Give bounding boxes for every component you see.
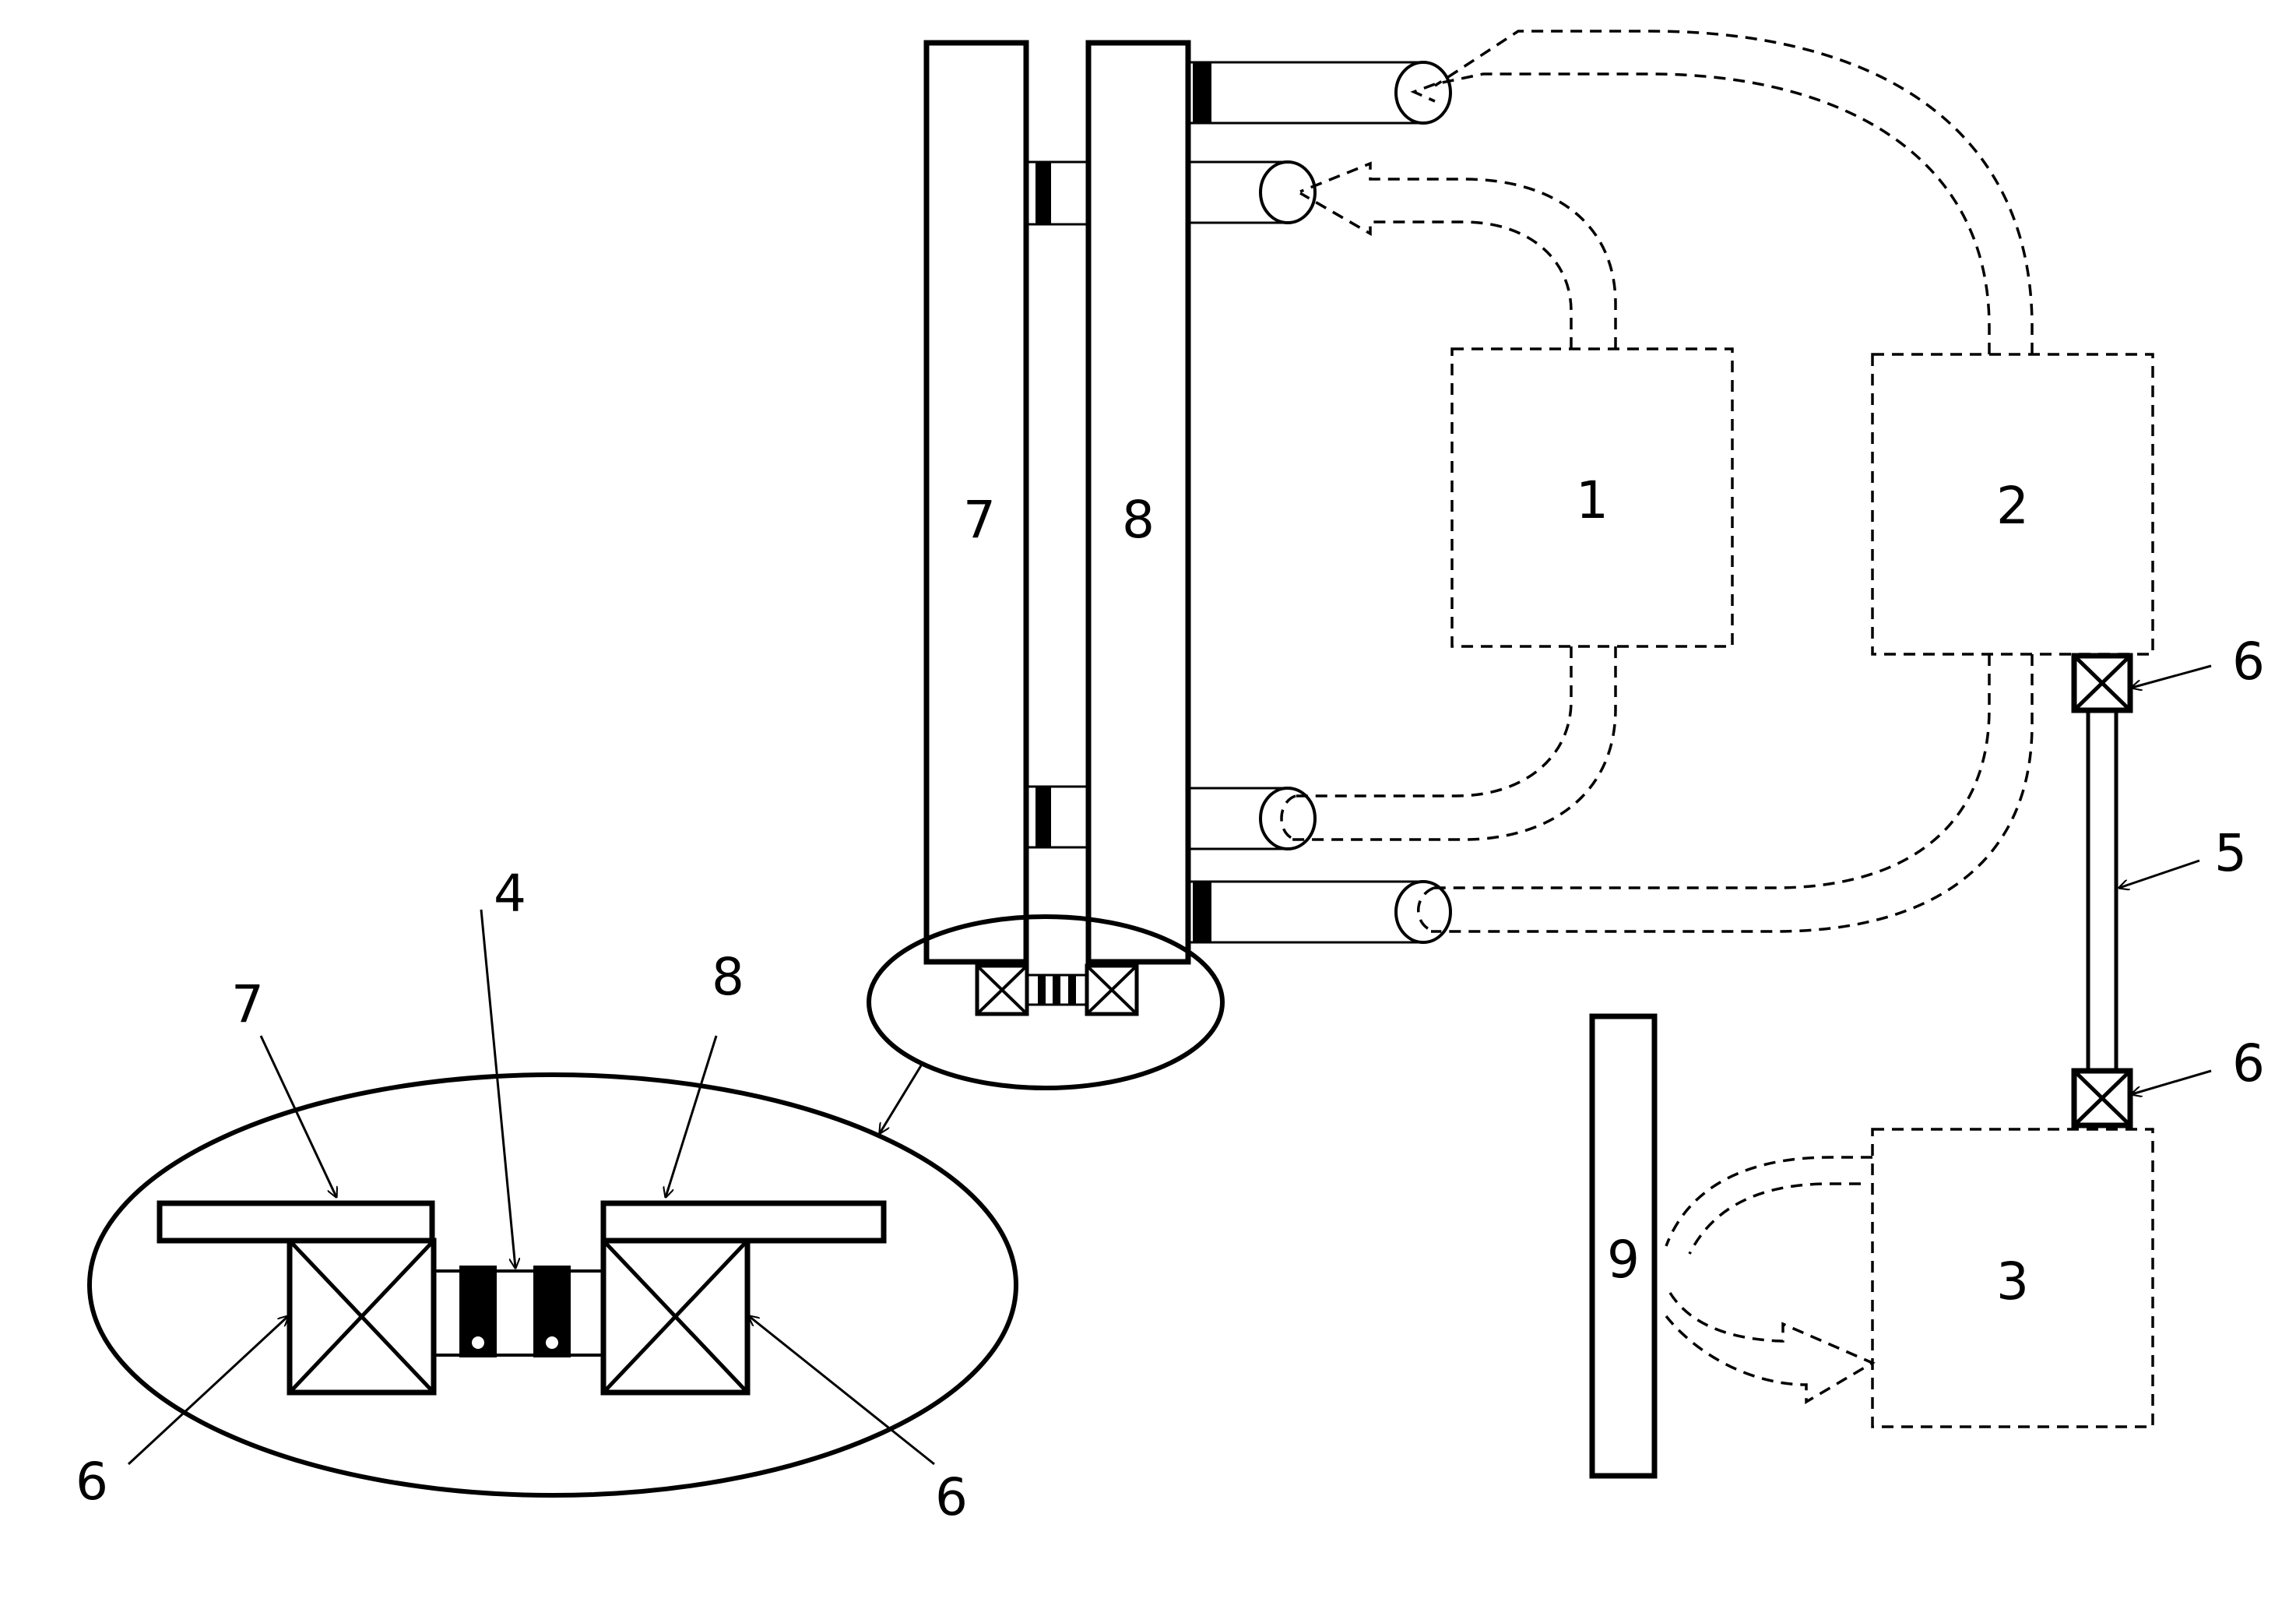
small-joint-left (977, 966, 1027, 1014)
label-block-1: 1 (1576, 470, 1609, 530)
detail-pointer-arrow (880, 1063, 923, 1133)
label-block-2: 2 (1996, 476, 2029, 536)
detail-plate-8 (603, 1203, 884, 1241)
leader-joint-6-bottom (2132, 1071, 2211, 1094)
leader-joint-6-top (2132, 666, 2211, 688)
leader-detail-6-right (749, 1316, 934, 1464)
label-detail-7: 7 (231, 974, 264, 1034)
leader-detail-8 (666, 1036, 716, 1197)
label-bar-5: 5 (2214, 823, 2247, 883)
label-bar-9: 9 (1607, 1230, 1640, 1290)
detail-joint-left (290, 1241, 434, 1392)
label-panel-8: 8 (1122, 490, 1155, 550)
label-wire-4: 4 (494, 864, 526, 924)
detail-joint-right (603, 1241, 747, 1392)
flow-block3-bar9 (1666, 1157, 1872, 1402)
label-joint-6-top: 6 (2232, 632, 2265, 692)
tube-top (1188, 62, 1450, 123)
label-joint-6-bottom: 6 (2232, 1033, 2265, 1093)
joint-6-bottom (2074, 1071, 2130, 1125)
bar-5 (2088, 710, 2116, 1071)
detail-plate-7 (160, 1203, 432, 1241)
label-panel-7: 7 (963, 490, 996, 550)
leader-wire-4 (481, 910, 515, 1268)
label-detail-6-left: 6 (76, 1452, 108, 1512)
small-wire (1027, 975, 1087, 1005)
panel-connector-upper (1026, 162, 1088, 224)
joint-6-top (2074, 656, 2130, 710)
tube-second (1188, 162, 1315, 223)
flow-block2-to-bottom-tube (1419, 654, 2032, 931)
tube-bottom (1188, 882, 1450, 942)
detail-wire-4 (434, 1266, 603, 1357)
flow-block1-to-third-tube (1282, 646, 1616, 840)
label-block-3: 3 (1996, 1252, 2029, 1311)
panel-connector-lower (1026, 787, 1088, 847)
flow-block2-to-top-tube (1414, 31, 2032, 354)
flow-block1-to-second-tube (1300, 164, 1616, 349)
leader-bar-5 (2119, 861, 2199, 888)
label-detail-6-right: 6 (935, 1467, 968, 1527)
label-detail-8: 8 (712, 947, 744, 1007)
small-joint-right (1087, 966, 1137, 1014)
